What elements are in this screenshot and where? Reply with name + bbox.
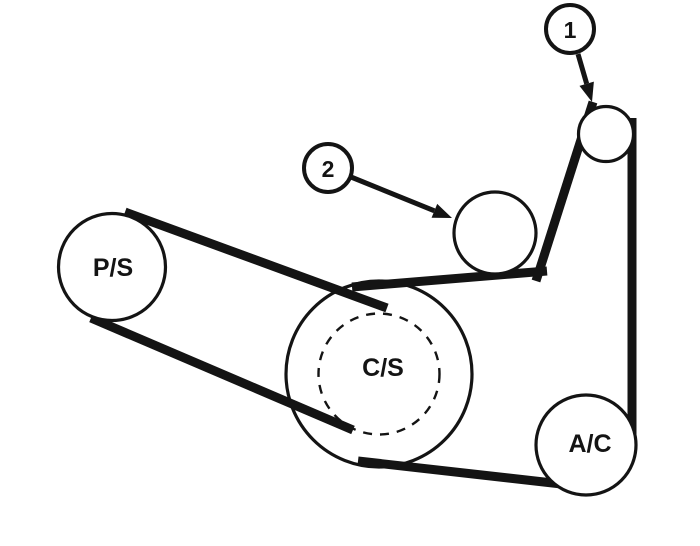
pulley-ac-circle bbox=[534, 393, 638, 497]
belt-segment-ps-top bbox=[123, 207, 389, 313]
belt-segment-ac-to-cs bbox=[357, 456, 589, 492]
callout-1-circle bbox=[544, 3, 596, 55]
pulley-ac-label: A/C bbox=[568, 430, 611, 458]
callout-2-circle bbox=[302, 142, 354, 194]
callout-2-arrowhead-icon bbox=[431, 203, 452, 218]
pulley-cs-label: C/S bbox=[362, 354, 404, 382]
belt-segment-cs-to-idler bbox=[351, 266, 548, 292]
pulley-ps-label: P/S bbox=[93, 254, 133, 282]
cs-dashed-groove bbox=[317, 312, 441, 436]
callout-2-number: 2 bbox=[322, 156, 335, 182]
pulley-ps-circle bbox=[56, 211, 168, 323]
callout-1-arrowhead-icon bbox=[579, 81, 594, 102]
callout-1-arrow-shaft bbox=[575, 53, 590, 85]
belt-segment-ps-bottom bbox=[89, 313, 355, 435]
pulley-idler-circle bbox=[452, 190, 538, 276]
callout-2-arrow-shaft bbox=[350, 174, 436, 214]
pulley-tensioner-circle bbox=[576, 104, 636, 164]
callout-1-number: 1 bbox=[564, 17, 577, 43]
